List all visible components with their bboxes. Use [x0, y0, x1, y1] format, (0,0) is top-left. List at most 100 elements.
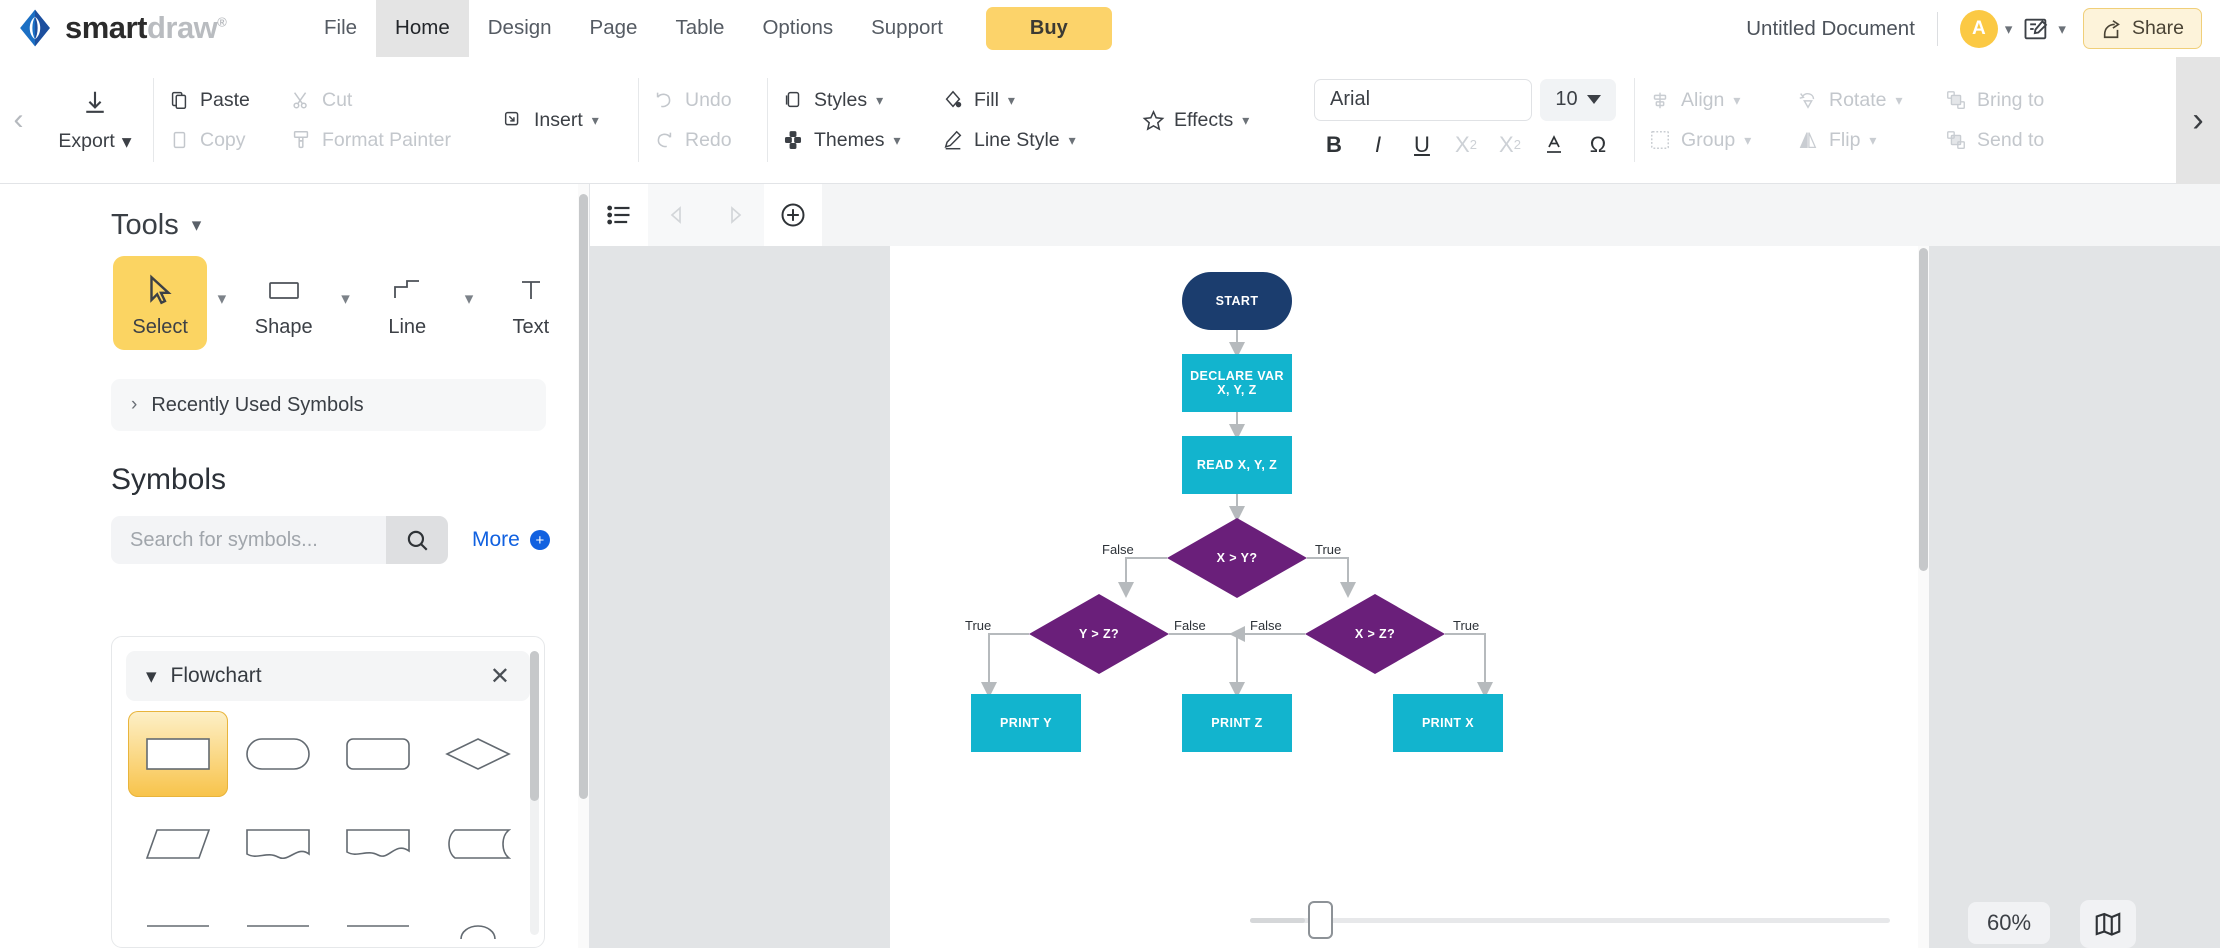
brand-logo[interactable]: smartdraw®	[0, 7, 305, 49]
document-title[interactable]: Untitled Document	[1746, 16, 1915, 40]
share-label: Share	[2131, 17, 2184, 39]
tool-text[interactable]: Text	[484, 256, 578, 350]
symbol-category-header[interactable]: ▾ Flowchart ✕	[126, 651, 530, 701]
ribbon-scroll-left-icon[interactable]: ‹	[13, 103, 24, 136]
page-list-button[interactable]	[590, 184, 648, 246]
copy-button[interactable]: Copy	[167, 123, 263, 157]
tool-line-dropdown-icon[interactable]: ▾	[464, 289, 474, 308]
tool-select-dropdown-icon[interactable]: ▾	[217, 289, 227, 308]
edge-label-false-1: False	[1102, 542, 1134, 557]
avatar[interactable]: A	[1959, 9, 1998, 48]
search-button[interactable]	[386, 516, 448, 564]
styles-icon	[781, 88, 805, 112]
cut-button[interactable]: Cut	[289, 83, 475, 117]
symbol-parallelogram[interactable]	[128, 801, 228, 887]
edge-label-true-3: True	[1453, 618, 1480, 633]
font-color-button[interactable]	[1534, 128, 1574, 162]
symbol-document[interactable]	[228, 801, 328, 887]
symbol-tape[interactable]	[428, 801, 528, 887]
tool-line[interactable]: Line	[360, 256, 454, 350]
fill-button[interactable]: Fill ▾	[941, 83, 1115, 117]
tool-shape-dropdown-icon[interactable]: ▾	[341, 289, 350, 308]
effects-button[interactable]: Effects ▾	[1141, 103, 1285, 137]
align-button[interactable]: Align ▾	[1648, 83, 1770, 117]
buy-button[interactable]: Buy	[985, 6, 1112, 50]
flow-node-declare[interactable]: DECLARE VAR X, Y, Z	[1182, 354, 1292, 412]
rotate-button[interactable]: Rotate ▾	[1796, 83, 1918, 117]
cursor-icon	[143, 269, 177, 311]
tools-header[interactable]: Tools ▾	[0, 184, 578, 242]
symbol-row3-1[interactable]	[128, 891, 228, 947]
symbol-row3-2[interactable]	[228, 891, 328, 947]
next-page-button[interactable]	[706, 184, 764, 246]
symbol-rounded-rectangle[interactable]	[328, 711, 428, 797]
menu-item-table[interactable]: Table	[675, 16, 725, 39]
redo-button[interactable]: Redo	[652, 123, 754, 157]
tool-shape[interactable]: Shape	[237, 256, 331, 350]
panel-scrollbar[interactable]	[578, 184, 589, 948]
flow-node-x-gt-z[interactable]: X > Z?	[1305, 594, 1445, 674]
scrollbar-thumb[interactable]	[1919, 248, 1928, 571]
bring-to-front-icon	[1944, 88, 1968, 112]
search-input[interactable]: Search for symbols...	[111, 516, 386, 564]
menu-item-options[interactable]: Options	[762, 16, 834, 39]
flow-node-y-gt-z[interactable]: Y > Z?	[1029, 594, 1169, 674]
themes-button[interactable]: Themes ▾	[781, 123, 915, 157]
menu-item-home[interactable]: Home	[376, 0, 469, 57]
symbol-diamond[interactable]	[428, 711, 528, 797]
export-label: Export	[58, 130, 115, 152]
symbol-button[interactable]: Ω	[1589, 131, 1607, 157]
flow-node-print-z[interactable]: PRINT Z	[1182, 694, 1292, 752]
send-to-back-button[interactable]: Send to	[1944, 123, 2068, 157]
ribbon-scroll-right-icon[interactable]: ›	[2176, 57, 2220, 184]
top-menu-bar: smartdraw® File Home Design Page Table O…	[0, 0, 2220, 57]
flow-node-print-y[interactable]: PRINT Y	[971, 694, 1081, 752]
canvas-scrollbar[interactable]	[1918, 246, 1929, 948]
scrollbar-thumb[interactable]	[579, 194, 588, 799]
symbol-rectangle[interactable]	[128, 711, 228, 797]
symbol-row3-3[interactable]	[328, 891, 428, 947]
line-style-button[interactable]: Line Style ▾	[941, 123, 1115, 157]
symbol-stadium[interactable]	[228, 711, 328, 797]
flow-node-read[interactable]: READ X, Y, Z	[1182, 436, 1292, 494]
document-page[interactable]: START DECLARE VAR X, Y, Z READ X, Y, Z X…	[890, 246, 1918, 948]
close-icon[interactable]: ✕	[489, 662, 510, 690]
symbol-row3-4[interactable]	[428, 891, 528, 947]
symbol-list-scrollbar[interactable]	[530, 651, 539, 935]
format-painter-button[interactable]: Format Painter	[289, 123, 475, 157]
group-button[interactable]: Group ▾	[1648, 123, 1770, 157]
flip-button[interactable]: Flip ▾	[1796, 123, 1918, 157]
flow-node-x-gt-y[interactable]: X > Y?	[1167, 518, 1307, 598]
menu-item-design[interactable]: Design	[487, 16, 552, 39]
paste-button[interactable]: Paste	[167, 83, 263, 117]
bring-to-front-button[interactable]: Bring to	[1944, 83, 2068, 117]
whiteboard-icon[interactable]	[2021, 15, 2051, 43]
bold-button[interactable]: B	[1326, 131, 1342, 157]
menu-item-file[interactable]: File	[324, 16, 358, 39]
flow-node-print-x[interactable]: PRINT X	[1393, 694, 1503, 752]
symbol-document-alt[interactable]	[328, 801, 428, 887]
add-page-button[interactable]	[764, 184, 822, 246]
more-symbols-link[interactable]: More +	[472, 528, 550, 552]
tool-select[interactable]: Select	[113, 256, 208, 350]
menu-item-page[interactable]: Page	[589, 16, 638, 39]
menu-item-support[interactable]: Support	[871, 16, 943, 39]
underline-button[interactable]: U	[1414, 131, 1430, 157]
scrollbar-thumb[interactable]	[530, 651, 539, 801]
font-size-select[interactable]: 10	[1540, 78, 1616, 121]
styles-button[interactable]: Styles ▾	[781, 83, 915, 117]
export-button[interactable]: Export▾	[37, 57, 153, 184]
flow-node-start[interactable]: START	[1182, 272, 1292, 330]
chevron-down-icon-2[interactable]: ▾	[2058, 20, 2066, 38]
ribbon-group-effects: Effects ▾	[1128, 57, 1298, 183]
insert-button[interactable]: Insert ▾	[501, 103, 625, 137]
font-family-input[interactable]: Arial	[1314, 78, 1532, 121]
previous-page-button[interactable]	[648, 184, 706, 246]
chevron-down-icon[interactable]: ▾	[2004, 20, 2013, 38]
recently-used-symbols[interactable]: › Recently Used Symbols	[111, 379, 546, 431]
italic-button[interactable]: I	[1374, 131, 1382, 157]
undo-button[interactable]: Undo	[652, 83, 754, 117]
share-button[interactable]: Share	[2082, 8, 2202, 49]
